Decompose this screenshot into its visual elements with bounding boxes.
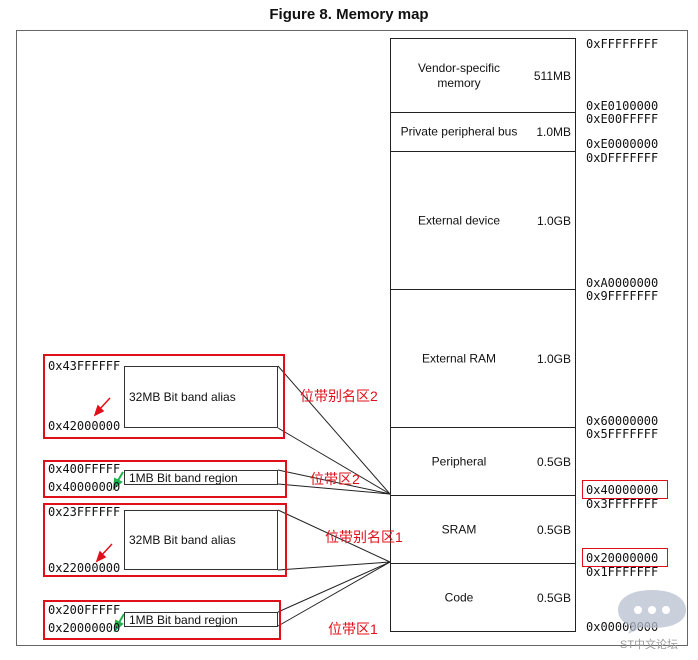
sram-bit-band-region: 1MB Bit band region — [124, 612, 278, 627]
line-region1-top — [277, 561, 391, 613]
region-size: 1.0MB — [536, 125, 571, 139]
sram-region-highlight — [43, 600, 281, 640]
watermark-text: ST中文论坛 — [620, 639, 679, 651]
region-size: 0.5GB — [536, 454, 571, 469]
line-region2-bottom — [277, 483, 391, 495]
address-label: 0x1FFFFFFF — [586, 565, 659, 579]
peripheral-alias-top-address: 0x43FFFFFF — [48, 359, 121, 373]
alias-label: 32MB Bit band alias — [129, 533, 236, 547]
region-size: 511MB — [533, 68, 571, 83]
address-label: 0x40000000 — [586, 483, 659, 497]
region-size: 0.5GB — [536, 522, 571, 537]
region-external-device: External device 1.0GB — [390, 151, 576, 289]
line-alias2-top — [277, 365, 391, 495]
region-name: Private peripheral bus — [400, 124, 518, 139]
peripheral-region-highlight — [43, 460, 287, 498]
alias-label: 32MB Bit band alias — [129, 390, 236, 404]
line-alias1-top — [277, 509, 391, 563]
address-label: 0x60000000 — [586, 414, 659, 428]
figure-title: Figure 8. Memory map — [269, 6, 429, 23]
line-region1-bottom — [277, 561, 391, 627]
address-label: 0x9FFFFFFF — [586, 289, 659, 303]
arrow-alias1 — [95, 543, 113, 563]
region-peripheral: Peripheral 0.5GB — [390, 427, 576, 495]
highlight-address-40000000 — [582, 480, 668, 499]
region-name: SRAM — [441, 522, 477, 536]
annotation-region-1: 位带区1 — [328, 621, 378, 637]
region-external-ram: External RAM 1.0GB — [390, 289, 576, 427]
annotation-region-2: 位带区2 — [310, 471, 360, 487]
sram-region-top-address: 0x200FFFFF — [48, 603, 121, 617]
arrow-alias2 — [93, 397, 111, 417]
sram-alias-highlight — [43, 503, 287, 577]
highlight-address-20000000 — [582, 548, 668, 567]
region-name: External RAM — [421, 351, 497, 365]
line-alias1-bottom — [277, 561, 391, 571]
figure-frame — [16, 30, 688, 646]
address-label: 0x3FFFFFFF — [586, 497, 659, 511]
region-name: Vendor-specific memory — [417, 60, 501, 90]
arrow-region2 — [112, 471, 124, 491]
peripheral-bit-band-alias: 32MB Bit band alias — [124, 366, 278, 428]
address-label: 0xE00FFFFF — [586, 112, 659, 126]
line-region2-top — [277, 469, 391, 495]
peripheral-alias-highlight — [43, 354, 285, 439]
region-size: 0.5GB — [536, 590, 571, 605]
annotation-alias-1: 位带别名区1 — [325, 529, 403, 545]
address-label: 0xE0000000 — [586, 137, 659, 151]
region-name: Code — [444, 590, 474, 604]
peripheral-region-top-address: 0x400FFFFF — [48, 462, 121, 476]
region-name: External device — [417, 213, 501, 227]
region-vendor-specific: Vendor-specific memory 511MB — [390, 38, 576, 112]
region-private-peripheral-bus: Private peripheral bus 1.0MB — [390, 112, 576, 151]
address-label: 0x20000000 — [586, 551, 659, 565]
line-alias2-bottom — [277, 427, 391, 495]
address-label: 0xDFFFFFFF — [586, 151, 659, 165]
chat-bubble-icon — [618, 590, 686, 634]
region-code: Code 0.5GB — [390, 563, 576, 632]
address-label: 0xFFFFFFFF — [586, 37, 659, 51]
peripheral-alias-bottom-address: 0x42000000 — [48, 419, 121, 433]
region-label: 1MB Bit band region — [129, 470, 238, 485]
peripheral-bit-band-region: 1MB Bit band region — [124, 470, 278, 485]
region-size: 1.0GB — [536, 351, 571, 366]
region-sram: SRAM 0.5GB — [390, 495, 576, 563]
region-label: 1MB Bit band region — [129, 612, 238, 627]
address-label: 0x5FFFFFFF — [586, 427, 659, 441]
sram-bit-band-alias: 32MB Bit band alias — [124, 510, 278, 570]
sram-alias-bottom-address: 0x22000000 — [48, 561, 121, 575]
region-size: 1.0GB — [536, 213, 571, 228]
sram-alias-top-address: 0x23FFFFFF — [48, 505, 121, 519]
region-name: Peripheral — [431, 454, 487, 468]
annotation-alias-2: 位带别名区2 — [300, 388, 378, 404]
address-label: 0xE0100000 — [586, 99, 659, 113]
address-label: 0xA0000000 — [586, 276, 659, 290]
arrow-region1 — [113, 613, 125, 633]
sram-region-bottom-address: 0x20000000 — [48, 621, 121, 635]
peripheral-region-bottom-address: 0x40000000 — [48, 480, 121, 494]
